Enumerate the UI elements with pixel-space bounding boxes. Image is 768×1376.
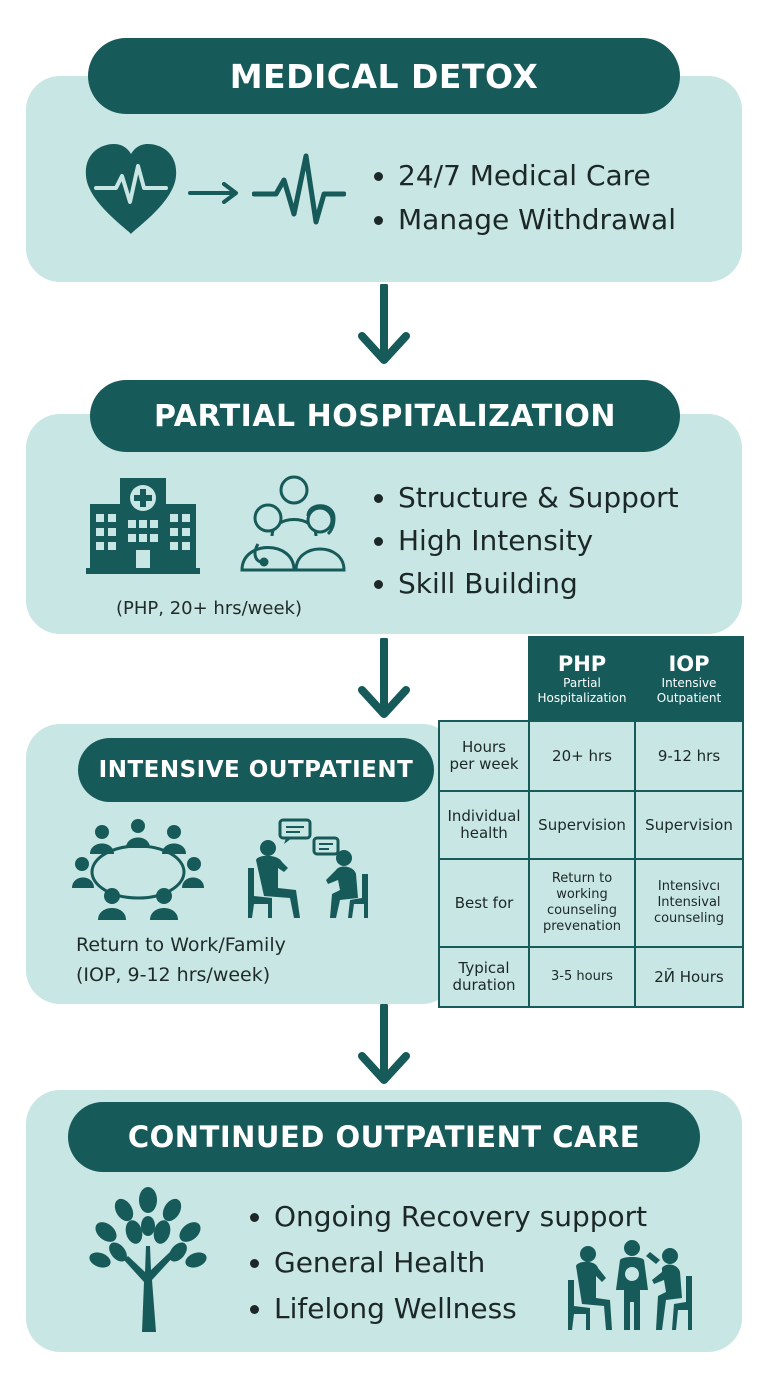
down-arrow-icon <box>358 638 410 718</box>
iop-caption-line2: (IOP, 9-12 hrs/week) <box>76 964 271 986</box>
continued-bullets: Ongoing Recovery support General Health … <box>248 1194 647 1332</box>
php-cell: 20+ hrs <box>528 720 636 792</box>
row-label: Best for <box>438 858 530 948</box>
iop-caption-line1: Return to Work/Family <box>76 934 286 956</box>
detox-bullet: 24/7 Medical Care <box>372 154 676 198</box>
support-group-icon <box>568 1240 692 1330</box>
header-sub: Outpatient <box>656 691 722 705</box>
ekg-line-icon <box>252 153 346 225</box>
iop-title: INTENSIVE OUTPATIENT <box>78 738 434 802</box>
table-header-php: PHP Partial Hospitalization <box>528 636 636 722</box>
php-cell: Supervision <box>528 790 636 860</box>
header-abbr: IOP <box>668 652 710 676</box>
detox-bullet: Manage Withdrawal <box>372 198 676 242</box>
php-cell: 3-5 hours <box>528 946 636 1008</box>
detox-bullets: 24/7 Medical Care Manage Withdrawal <box>372 154 676 242</box>
continued-title: CONTINUED OUTPATIENT CARE <box>68 1102 700 1172</box>
php-bullet: Structure & Support <box>372 476 679 519</box>
php-title: PARTIAL HOSPITALIZATION <box>90 380 680 452</box>
table-header-iop: IOP Intensive Outpatient <box>634 636 744 722</box>
down-arrow-icon <box>358 284 410 364</box>
header-sub: Partial <box>563 676 601 690</box>
header-sub: Hospitalization <box>537 691 627 705</box>
php-bullet: High Intensity <box>372 519 679 562</box>
tree-icon <box>89 1187 207 1332</box>
header-abbr: PHP <box>557 652 607 676</box>
continued-bullet: General Health <box>248 1240 647 1286</box>
hospital-building-icon <box>86 478 200 574</box>
group-circle-icon <box>72 819 204 920</box>
heart-pulse-icon <box>85 144 177 234</box>
continued-bullet: Lifelong Wellness <box>248 1286 647 1332</box>
medical-team-icon <box>240 475 346 572</box>
php-caption: (PHP, 20+ hrs/week) <box>116 598 302 619</box>
comparison-table: PHP Partial Hospitalization IOP Intensiv… <box>438 636 744 1008</box>
iop-cell: 9-12 hrs <box>634 720 744 792</box>
php-bullets: Structure & Support High Intensity Skill… <box>372 476 679 605</box>
continued-bullet: Ongoing Recovery support <box>248 1194 647 1240</box>
php-bullet: Skill Building <box>372 562 679 605</box>
down-arrow-icon <box>358 1004 410 1084</box>
iop-cell: 2Й Hours <box>634 946 744 1008</box>
iop-cell: Supervision <box>634 790 744 860</box>
arrow-right-icon <box>188 182 238 204</box>
counseling-session-icon <box>248 818 368 918</box>
header-sub: Intensive <box>661 676 717 690</box>
detox-title: MEDICAL DETOX <box>88 38 680 114</box>
table-corner <box>438 636 530 722</box>
